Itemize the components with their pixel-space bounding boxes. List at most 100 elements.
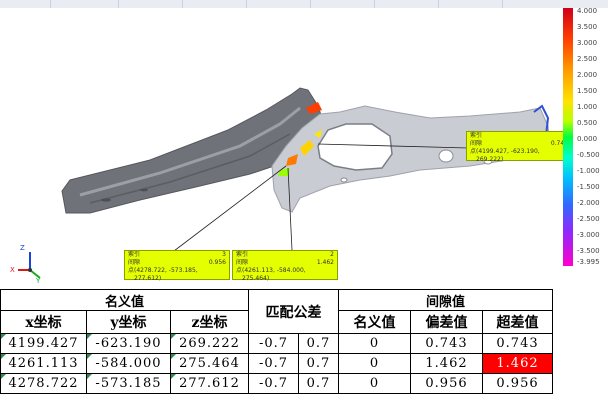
callout-1[interactable]: 索引1 间隙0.743 点(4199.427, -623.190, 269.22… <box>466 131 572 163</box>
cell-z[interactable]: 277.612 <box>170 373 249 394</box>
scale-label: 0.500 <box>577 119 598 127</box>
scale-label: 2.500 <box>577 55 598 63</box>
group-header-tolerance[interactable]: 匹配公差 <box>248 289 339 334</box>
cell-value: 4278.722 <box>8 376 79 391</box>
cell-comment-marker <box>87 334 92 339</box>
column-divider <box>502 0 503 8</box>
bracket-hole <box>340 177 348 183</box>
callout-point-label: 点 <box>236 267 243 274</box>
col-header-deviation[interactable]: 偏差值 <box>410 310 483 334</box>
cell-value: -623.190 <box>95 336 162 351</box>
cell-tol-low[interactable]: -0.7 <box>248 373 299 394</box>
cell-comment-marker <box>1 354 6 359</box>
scale-label: 3.500 <box>577 23 598 31</box>
group-header-gap[interactable]: 间隙值 <box>338 289 553 311</box>
cell-comment-marker <box>1 374 6 379</box>
column-divider <box>50 0 51 8</box>
cell-nominal[interactable]: 0 <box>338 333 411 354</box>
column-divider <box>118 0 119 8</box>
callout-point-label: 点 <box>470 148 477 155</box>
cell-value: -584.000 <box>95 356 162 371</box>
leader-line-1 <box>317 143 469 149</box>
cell-x[interactable]: 4278.722 <box>0 373 87 394</box>
gap-results-sheet: 名义值 匹配公差 间隙值 x坐标 y坐标 z坐标 名义值 偏差值 超差值 419… <box>0 288 608 408</box>
scale-label: -2.500 <box>577 215 600 223</box>
axis-z-label: Z <box>20 244 25 252</box>
deviation-spot <box>314 130 322 138</box>
deviation-spot <box>300 140 314 156</box>
cell-comment-marker <box>87 374 92 379</box>
scale-label: -3.000 <box>577 231 600 239</box>
axis-y-label: Y <box>36 277 41 285</box>
cell-x[interactable]: 4261.113 <box>0 353 87 374</box>
scale-label: -0.500 <box>577 151 600 159</box>
scale-label: 4.000 <box>577 7 598 15</box>
cell-over[interactable]: 0.743 <box>482 333 553 354</box>
callout-point-value: (4199.427, -623.190, 269.222) <box>476 148 540 163</box>
cell-nominal[interactable]: 0 <box>338 373 411 394</box>
callout-gap-value: 0.743 <box>550 140 568 147</box>
cell-comment-marker <box>171 334 176 339</box>
cell-deviation[interactable]: 1.462 <box>410 353 483 374</box>
bracket-hole <box>317 123 393 171</box>
scale-label: -3.500 <box>577 247 600 255</box>
cell-deviation[interactable]: 0.743 <box>410 333 483 354</box>
cell-z[interactable]: 269.222 <box>170 333 249 354</box>
cell-tol-high[interactable]: 0.7 <box>298 373 339 394</box>
column-divider <box>246 0 247 8</box>
col-header-nominal[interactable]: 名义值 <box>338 310 411 334</box>
callout-index-value: 2 <box>330 251 334 258</box>
cell-comment-marker <box>87 354 92 359</box>
col-header-x[interactable]: x坐标 <box>0 310 87 334</box>
rail-hole <box>101 198 111 202</box>
cell-value: 4261.113 <box>8 356 79 371</box>
cell-over-out-of-tolerance[interactable]: 1.462 <box>482 353 553 374</box>
deviation-spot <box>286 154 298 166</box>
deviation-color-scale: 4.000 3.500 3.000 2.500 2.000 1.500 1.00… <box>563 8 608 266</box>
cell-deviation[interactable]: 0.956 <box>410 373 483 394</box>
table-row: 4261.113 -584.000 275.464 -0.7 0.7 0 1.4… <box>0 353 553 374</box>
scale-label: -1.000 <box>577 167 600 175</box>
col-header-over[interactable]: 超差值 <box>482 310 553 334</box>
col-header-z[interactable]: z坐标 <box>170 310 249 334</box>
cell-tol-low[interactable]: -0.7 <box>248 353 299 374</box>
callout-gap-value: 1.462 <box>316 259 334 266</box>
column-divider <box>374 0 375 8</box>
group-header-nominal[interactable]: 名义值 <box>0 289 249 311</box>
color-scale-bar <box>563 8 573 266</box>
callout-index-value: 3 <box>222 251 226 258</box>
cell-over[interactable]: 0.956 <box>482 373 553 394</box>
cell-tol-high[interactable]: 0.7 <box>298 353 339 374</box>
cell-tol-low[interactable]: -0.7 <box>248 333 299 354</box>
cell-y[interactable]: -623.190 <box>86 333 171 354</box>
cell-comment-marker <box>171 374 176 379</box>
bracket-hole <box>438 149 454 163</box>
scale-label: -2.000 <box>577 199 600 207</box>
column-divider <box>182 0 183 8</box>
callout-point-value: (4261.113, -584.000, 275.464) <box>242 267 306 282</box>
cell-value: 269.222 <box>179 336 240 351</box>
3d-viewport[interactable]: Z X Y 索引1 间隙0.743 点(4199.427, -623.190, … <box>0 8 608 288</box>
cell-nominal[interactable]: 0 <box>338 353 411 374</box>
cell-z[interactable]: 275.464 <box>170 353 249 374</box>
leader-line-3 <box>169 165 287 255</box>
callout-index-label: 索引 <box>236 251 249 258</box>
cell-y[interactable]: -573.185 <box>86 373 171 394</box>
table-row: 4199.427 -623.190 269.222 -0.7 0.7 0 0.7… <box>0 333 553 354</box>
column-divider <box>438 0 439 8</box>
rail-groove <box>89 133 291 204</box>
scale-label: 3.000 <box>577 39 598 47</box>
callout-gap-label: 间隙 <box>128 259 141 266</box>
cell-tol-high[interactable]: 0.7 <box>298 333 339 354</box>
axis-x-label: X <box>10 266 15 274</box>
deviation-spot <box>306 102 322 114</box>
scale-label: -3.995 <box>577 258 600 266</box>
column-divider <box>310 0 311 8</box>
callout-gap-label: 间隙 <box>236 259 249 266</box>
col-header-y[interactable]: y坐标 <box>86 310 171 334</box>
cell-x[interactable]: 4199.427 <box>0 333 87 354</box>
callout-2[interactable]: 索引 2 间隙 1.462 点(4261.113, -584.000, 275.46… <box>232 250 338 282</box>
cell-y[interactable]: -584.000 <box>86 353 171 374</box>
callout-gap-value: 0.956 <box>208 259 226 266</box>
